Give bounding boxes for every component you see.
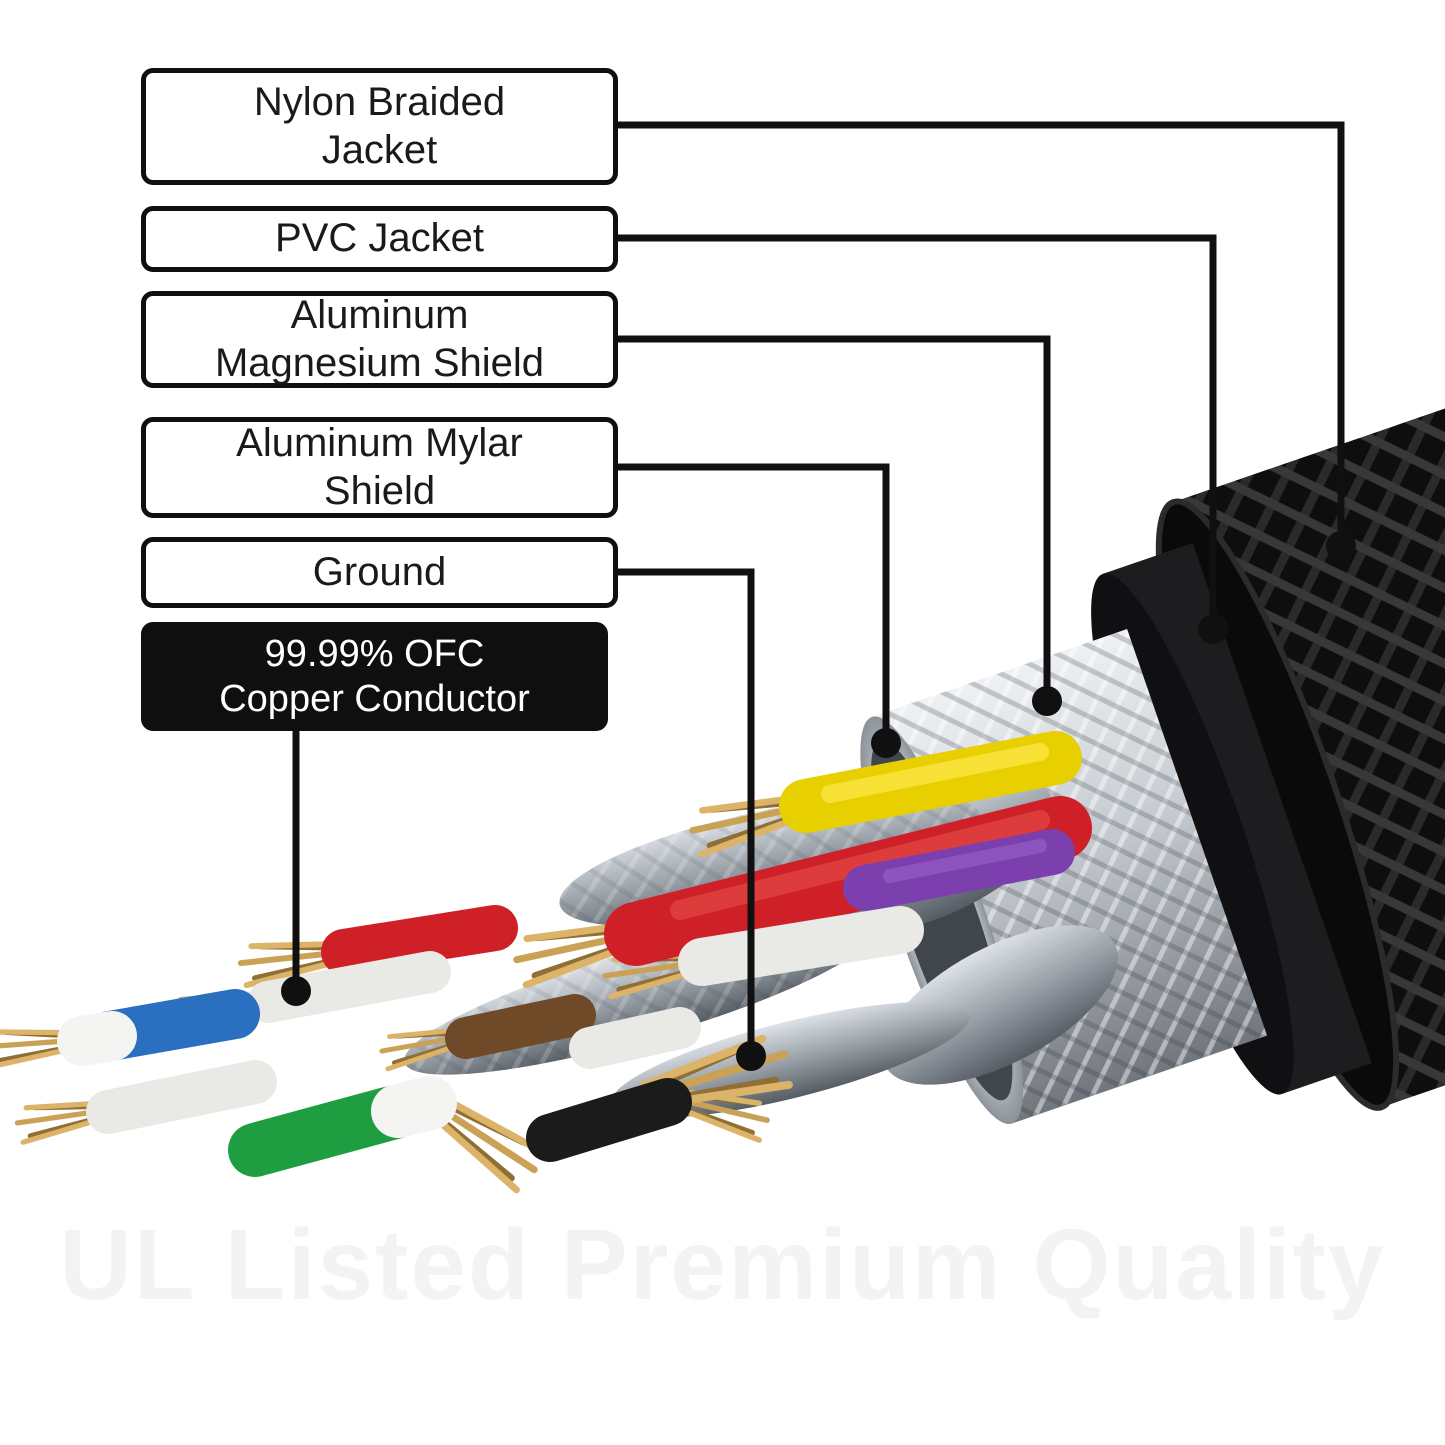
wire-brown bbox=[445, 994, 596, 1059]
leader-dot-pvc-jacket bbox=[1198, 614, 1228, 644]
wire-white-d bbox=[569, 1007, 701, 1069]
wire-blue-collar bbox=[57, 1011, 137, 1066]
leader-line-ground bbox=[614, 568, 755, 1056]
callout-line: Shield bbox=[323, 468, 436, 513]
callout-nylon-braided-jacket: Nylon Braided Jacket bbox=[141, 68, 618, 185]
wire-green-collar bbox=[371, 1076, 457, 1138]
leader-dot-aluminum-mylar-shield bbox=[871, 728, 901, 758]
callout-line: 99.99% OFC bbox=[264, 632, 485, 675]
wire-white-c bbox=[86, 1060, 277, 1134]
callout-line: Jacket bbox=[321, 127, 438, 172]
wire-purple-highlight bbox=[883, 839, 1047, 883]
callout-aluminum-mylar-shield: Aluminum Mylar Shield bbox=[141, 417, 618, 518]
callout-line: Nylon Braided bbox=[253, 80, 506, 125]
callout-line: Aluminum Mylar bbox=[236, 421, 523, 466]
wire-black bbox=[526, 1078, 692, 1162]
wire-red-highlight bbox=[670, 810, 1050, 920]
leader-line-nylon-braided-jacket bbox=[614, 121, 1345, 546]
callout-pvc-jacket: PVC Jacket bbox=[141, 206, 618, 272]
wire-yellow-highlight bbox=[821, 743, 1049, 803]
callout-line: Aluminum bbox=[290, 293, 469, 338]
leader-dot-ground bbox=[736, 1041, 766, 1071]
watermark-text: UL Listed Premium Quality bbox=[59, 1209, 1386, 1321]
inner-wires bbox=[57, 731, 1092, 1177]
callout-line: Magnesium Shield bbox=[214, 340, 545, 385]
callout-line: Copper Conductor bbox=[219, 677, 530, 720]
leader-dots bbox=[281, 531, 1356, 1071]
callout-ground: Ground bbox=[141, 537, 618, 608]
leader-dot-copper-conductor bbox=[281, 976, 311, 1006]
leader-line-aluminum-mylar-shield bbox=[614, 463, 890, 743]
callout-aluminum-magnesium-shield: Aluminum Magnesium Shield bbox=[141, 291, 618, 388]
callout-ofc-copper-conductor: 99.99% OFC Copper Conductor bbox=[141, 622, 608, 731]
wire-green bbox=[228, 1085, 422, 1177]
leader-line-pvc-jacket bbox=[614, 234, 1217, 629]
leader-dot-aluminum-magnesium-shield bbox=[1032, 686, 1062, 716]
wire-white-a bbox=[678, 906, 924, 986]
leader-dot-nylon-braided-jacket bbox=[1326, 531, 1356, 561]
wire-red-short bbox=[321, 905, 518, 975]
leader-lines bbox=[292, 121, 1345, 1056]
wire-purple bbox=[843, 829, 1075, 911]
callout-line: Ground bbox=[312, 549, 447, 594]
callout-line: PVC Jacket bbox=[275, 216, 484, 261]
leader-line-aluminum-magnesium-shield bbox=[614, 335, 1051, 701]
